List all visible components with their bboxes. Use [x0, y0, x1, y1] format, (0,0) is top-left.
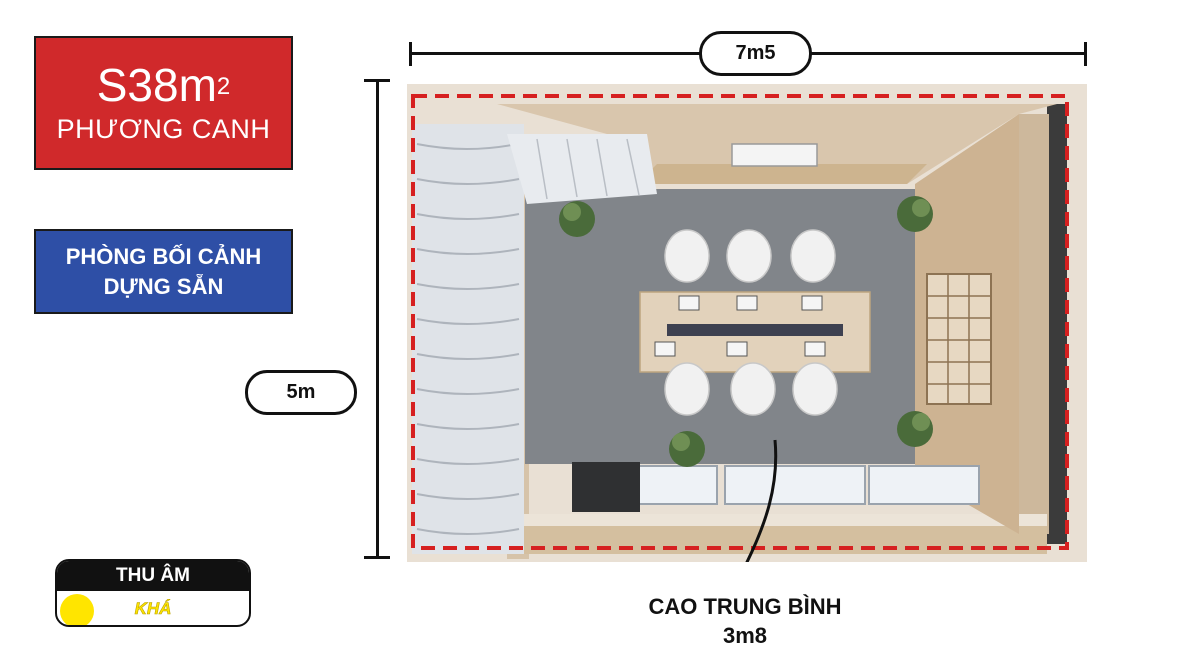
room-area-value: S38m: [96, 59, 217, 111]
acoustic-rating-badge: THU ÂM KHÁ: [55, 559, 251, 627]
room-title-card: S38m2 PHƯƠNG CANH: [34, 36, 293, 170]
acoustic-level-dot-icon: [60, 594, 94, 625]
ceiling-height-title: CAO TRUNG BÌNH: [648, 594, 842, 619]
room-name: PHƯƠNG CANH: [56, 114, 271, 144]
acoustic-rating-level: KHÁ: [134, 599, 172, 619]
room-type-line2: DỰNG SẴN: [103, 273, 224, 299]
width-dimension-cap-left: [409, 42, 412, 66]
depth-dimension-line: [376, 80, 379, 558]
ceiling-height-value: 3m8: [722, 623, 768, 648]
depth-dimension-cap-top: [364, 79, 390, 82]
width-label: 7m5: [699, 31, 812, 76]
room-floorplan-render: [407, 84, 1087, 562]
depth-label: 5m: [245, 370, 357, 415]
width-dimension-cap-right: [1084, 42, 1087, 66]
acoustic-rating-label: THU ÂM: [57, 561, 249, 591]
room-type-card: PHÒNG BỐI CẢNH DỰNG SẴN: [34, 229, 293, 314]
room-type-line1: PHÒNG BỐI CẢNH: [65, 243, 262, 269]
room-area-superscript: 2: [216, 73, 231, 100]
room-area: S38m2: [97, 60, 231, 110]
ceiling-height-label: CAO TRUNG BÌNH 3m8: [590, 592, 900, 650]
acoustic-rating-body: KHÁ: [57, 591, 249, 625]
depth-dimension-cap-bottom: [364, 556, 390, 559]
